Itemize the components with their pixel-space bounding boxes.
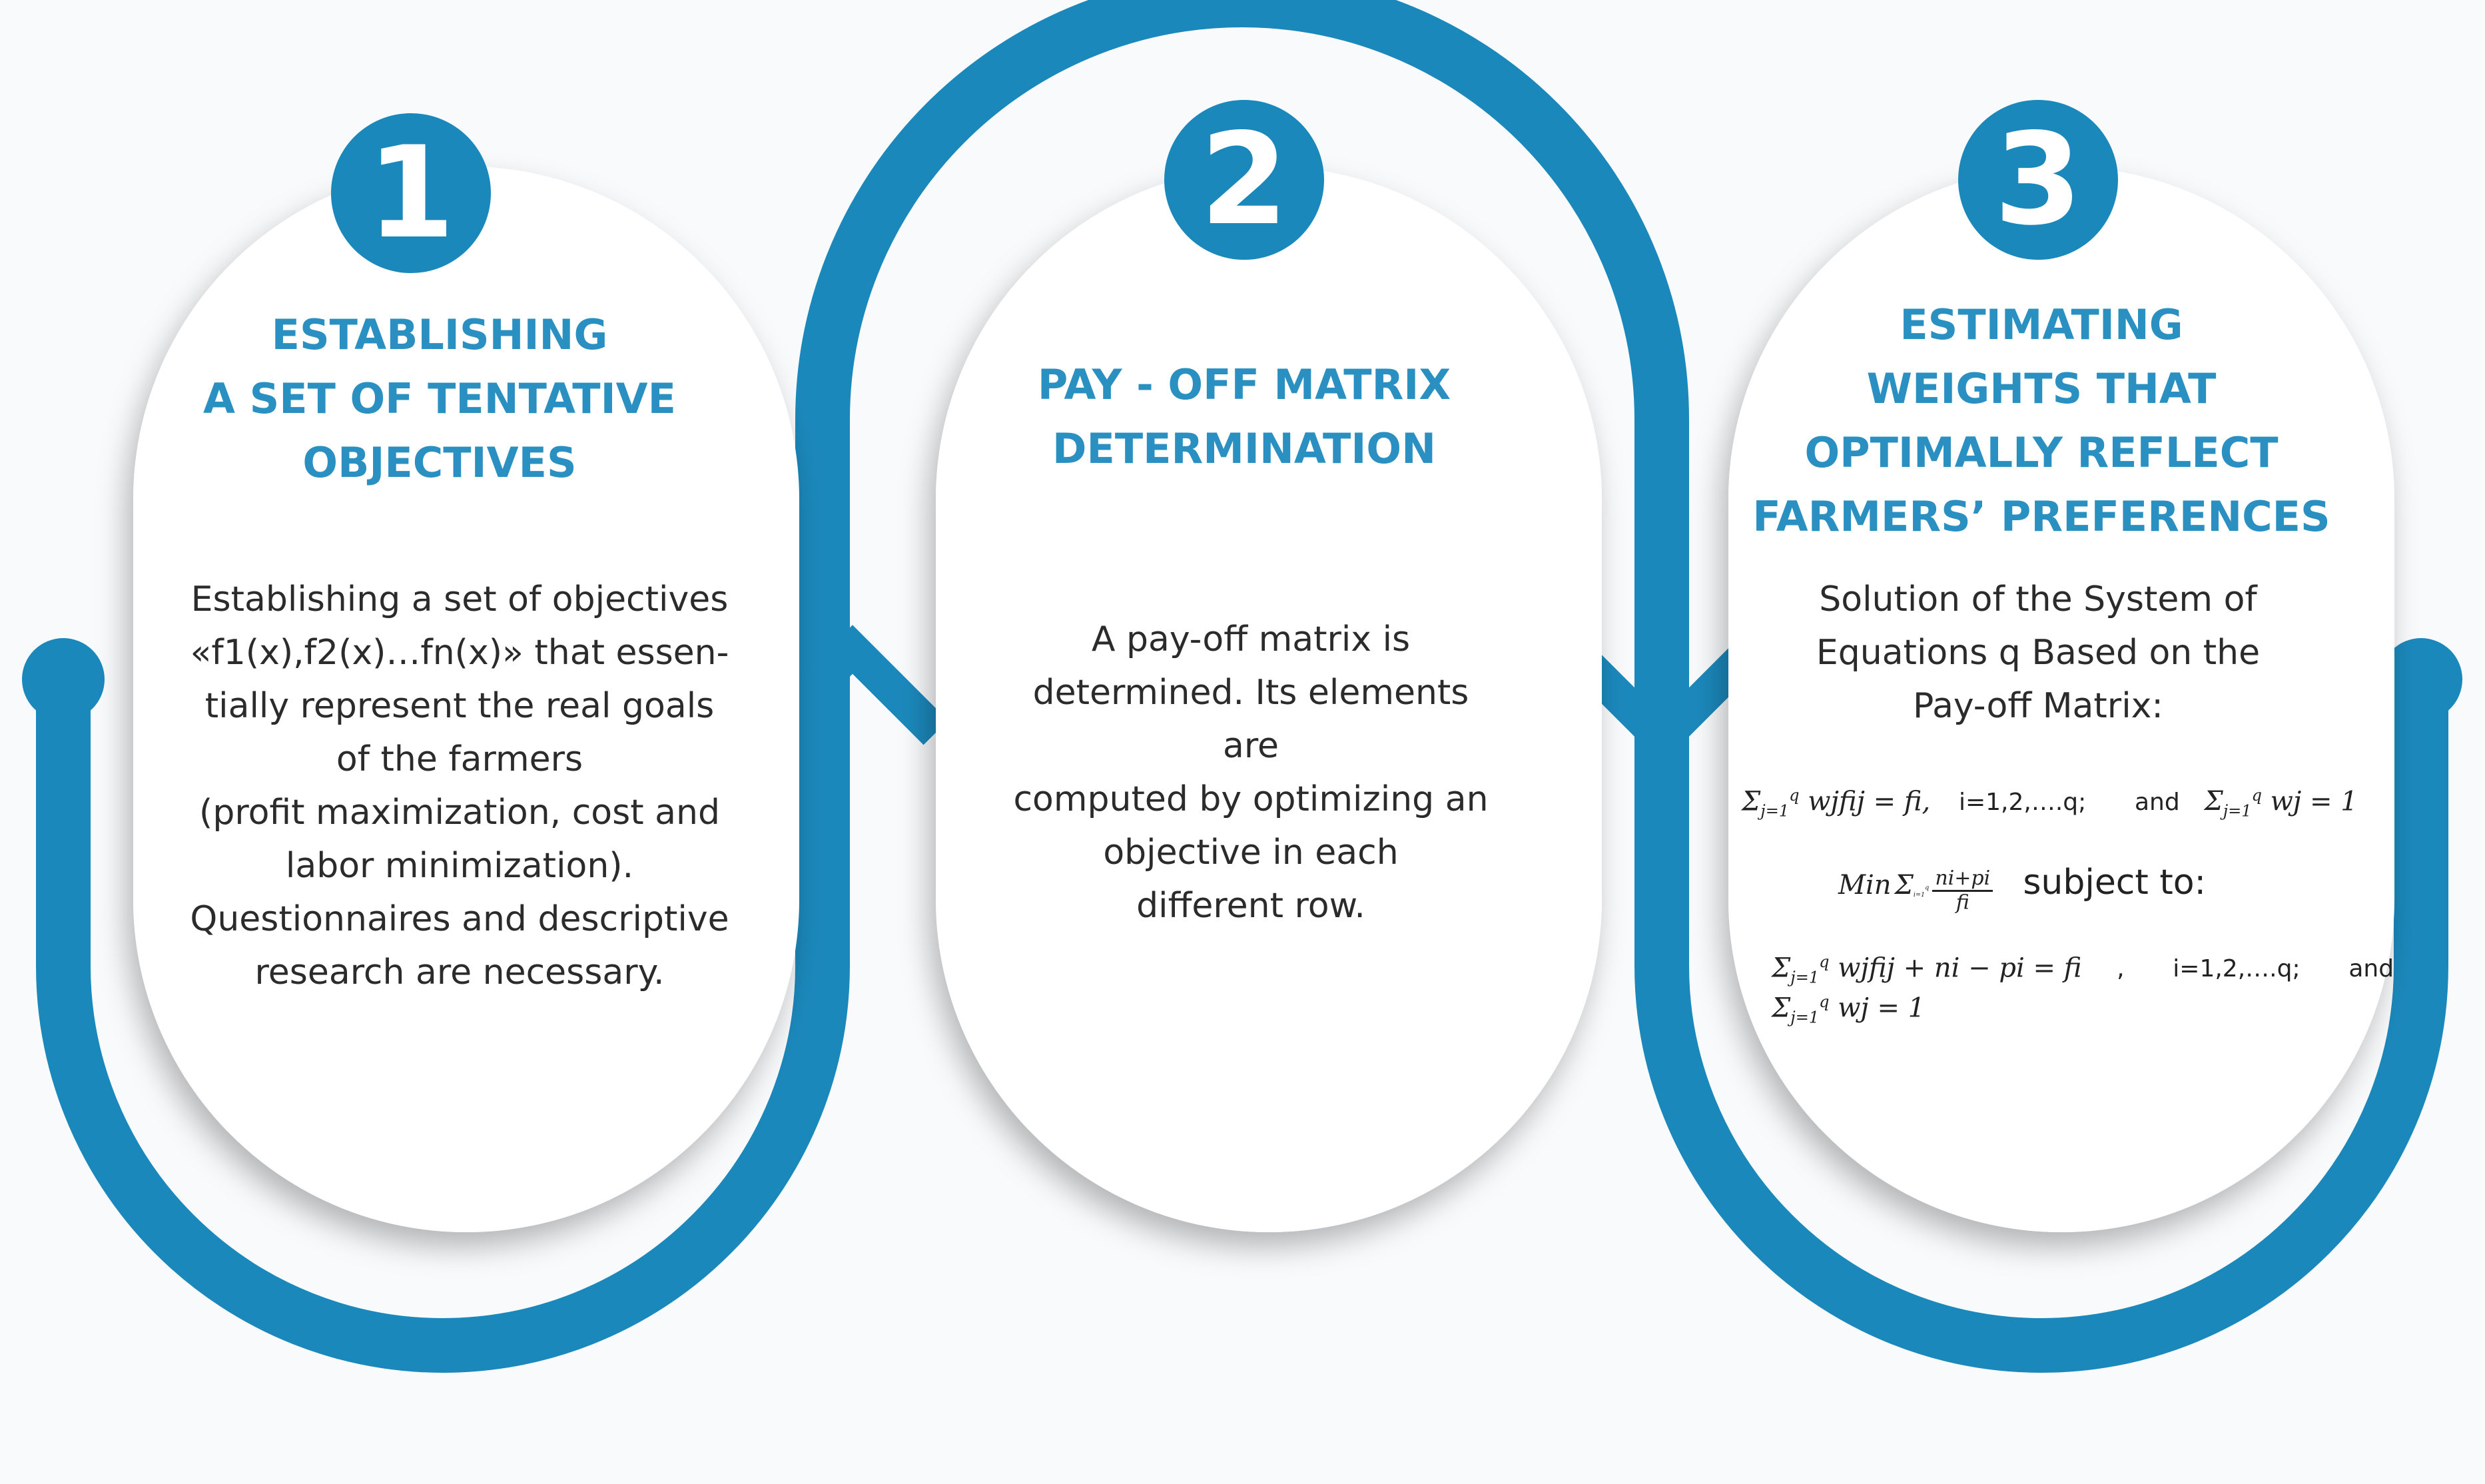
fraction-numerator: ni+pi — [1932, 867, 1993, 892]
step-card-2 — [936, 167, 1602, 1232]
equation-1-and: and — [2135, 789, 2180, 817]
step-description-2-line-1: A pay-off matrix is — [1091, 619, 1411, 659]
ribbon-start-dot — [22, 638, 105, 721]
equation-2: Σj=1q wjfij + ni − pi = fi , i=1,2,….q; … — [1772, 952, 2394, 986]
step-description-2-line-3: are — [1222, 726, 1279, 766]
sum-upper: q — [1789, 786, 1800, 805]
sum-lower: j=1 — [1760, 801, 1790, 821]
sum-symbol: Σ — [1742, 786, 1761, 817]
step-circle-1 — [331, 113, 491, 273]
sum-upper: q — [2251, 786, 2262, 805]
step-description-1-line-7: Questionnaires and descriptive — [190, 899, 729, 939]
step-description-1-line-6: labor minimization). — [285, 846, 634, 886]
sum-upper: q — [1819, 952, 1830, 971]
step-description-3-line-3: Pay-off Matrix: — [1913, 686, 2163, 726]
sum-lower: j=1 — [2223, 801, 2252, 821]
equation-1-range: i=1,2,….q; — [1958, 789, 2087, 817]
equation-1-body: wjfij = fi, — [1808, 786, 1931, 817]
step-title-2-line-2: DETERMINATION — [1052, 424, 1436, 473]
step-description-1-line-4: of the farmers — [336, 739, 583, 779]
subject-to-label: subject to: — [2023, 863, 2207, 903]
arrow-down-icon — [1566, 643, 1758, 764]
step-description-2-line-5: objective in each — [1103, 833, 1399, 873]
sum-lower: j=1 — [1790, 1008, 1820, 1027]
step-description-1-line-1: Establishing a set of objectives — [190, 579, 729, 619]
step-description-1-line-2: «f1(x),f2(x)…fn(x)» that essen- — [190, 633, 729, 673]
step-card-1 — [133, 167, 799, 1232]
step-title-1-line-2: A SET OF TENTATIVE — [203, 374, 676, 423]
equation-min: Min Σi=1q ni+pi fi subject to: — [1838, 863, 2206, 915]
equation-3-body: wj = 1 — [1838, 992, 1926, 1024]
equation-2-and: and — [2348, 955, 2394, 983]
sum-lower: i=1 — [1913, 891, 1926, 899]
min-label: Min — [1838, 870, 1892, 901]
step-title-2-line-1: PAY - OFF MATRIX — [1037, 360, 1451, 409]
step-title-3: ESTIMATING WEIGHTS THAT OPTIMALLY REFLEC… — [1742, 293, 2341, 549]
equation-2-comma: , — [2117, 955, 2125, 983]
objective-fraction: ni+pi fi — [1932, 867, 1993, 915]
sum-symbol: Σ — [2204, 786, 2223, 817]
equation-2-body: wjfij + ni − pi = fi — [1838, 952, 2082, 984]
step-description-3: Solution of the System of Equations q Ba… — [1758, 573, 2318, 733]
step-description-2: A pay-off matrix is determined. Its elem… — [978, 613, 1524, 932]
fraction-denominator: fi — [1955, 891, 1969, 915]
step-description-2-line-6: different row. — [1136, 886, 1365, 926]
step-description-2-line-2: determined. Its elements — [1032, 673, 1469, 713]
step-circle-3 — [1958, 100, 2118, 260]
step-description-2-line-4: computed by optimizing an — [1013, 779, 1489, 819]
equation-2-range: i=1,2,….q; — [2173, 955, 2301, 983]
step-title-1: ESTABLISHING A SET OF TENTATIVE OBJECTIV… — [173, 303, 706, 495]
step-circle-2 — [1164, 100, 1324, 260]
sum-symbol: Σ — [1772, 992, 1791, 1024]
equation-1-weights: wj = 1 — [2270, 786, 2358, 817]
step-title-3-line-4: FARMERS’ PREFERENCES — [1752, 492, 2330, 541]
sum-lower: j=1 — [1790, 968, 1820, 987]
step-card-3 — [1728, 167, 2394, 1232]
step-description-1-line-3: tially represent the real goals — [204, 686, 715, 726]
step-description-1-line-8: research are necessary. — [254, 952, 665, 992]
step-description-1-line-5: (profit maximization, cost and — [199, 793, 720, 833]
step-number-2: 2 — [1200, 106, 1289, 253]
step-title-3-line-2: WEIGHTS THAT — [1866, 364, 2217, 413]
equation-3: Σj=1q wj = 1 — [1772, 992, 1925, 1026]
step-title-3-line-1: ESTIMATING — [1900, 300, 2183, 349]
step-title-2: PAY - OFF MATRIX DETERMINATION — [978, 353, 1511, 481]
connector-ribbon — [35, 0, 2448, 1373]
sum-symbol: Σ — [1772, 952, 1791, 984]
ribbon-end-dot — [2380, 638, 2462, 721]
step-title-3-line-3: OPTIMALLY REFLECT — [1804, 428, 2279, 477]
step-description-3-line-1: Solution of the System of — [1819, 579, 2257, 619]
sum-symbol: Σ — [1894, 870, 1914, 901]
step-title-1-line-1: ESTABLISHING — [271, 310, 608, 359]
sum-upper: q — [1819, 992, 1830, 1011]
step-title-1-line-3: OBJECTIVES — [302, 438, 577, 487]
step-number-1: 1 — [366, 119, 456, 266]
equation-1: Σj=1q wjfij = fi, i=1,2,….q; and Σj=1q w… — [1742, 786, 2358, 820]
step-description-3-line-2: Equations q Based on the — [1816, 633, 2261, 673]
sum-upper: q — [1925, 884, 1930, 892]
step-description-1: Establishing a set of objectives «f1(x),… — [173, 573, 746, 999]
step-number-3: 3 — [1993, 106, 2083, 253]
